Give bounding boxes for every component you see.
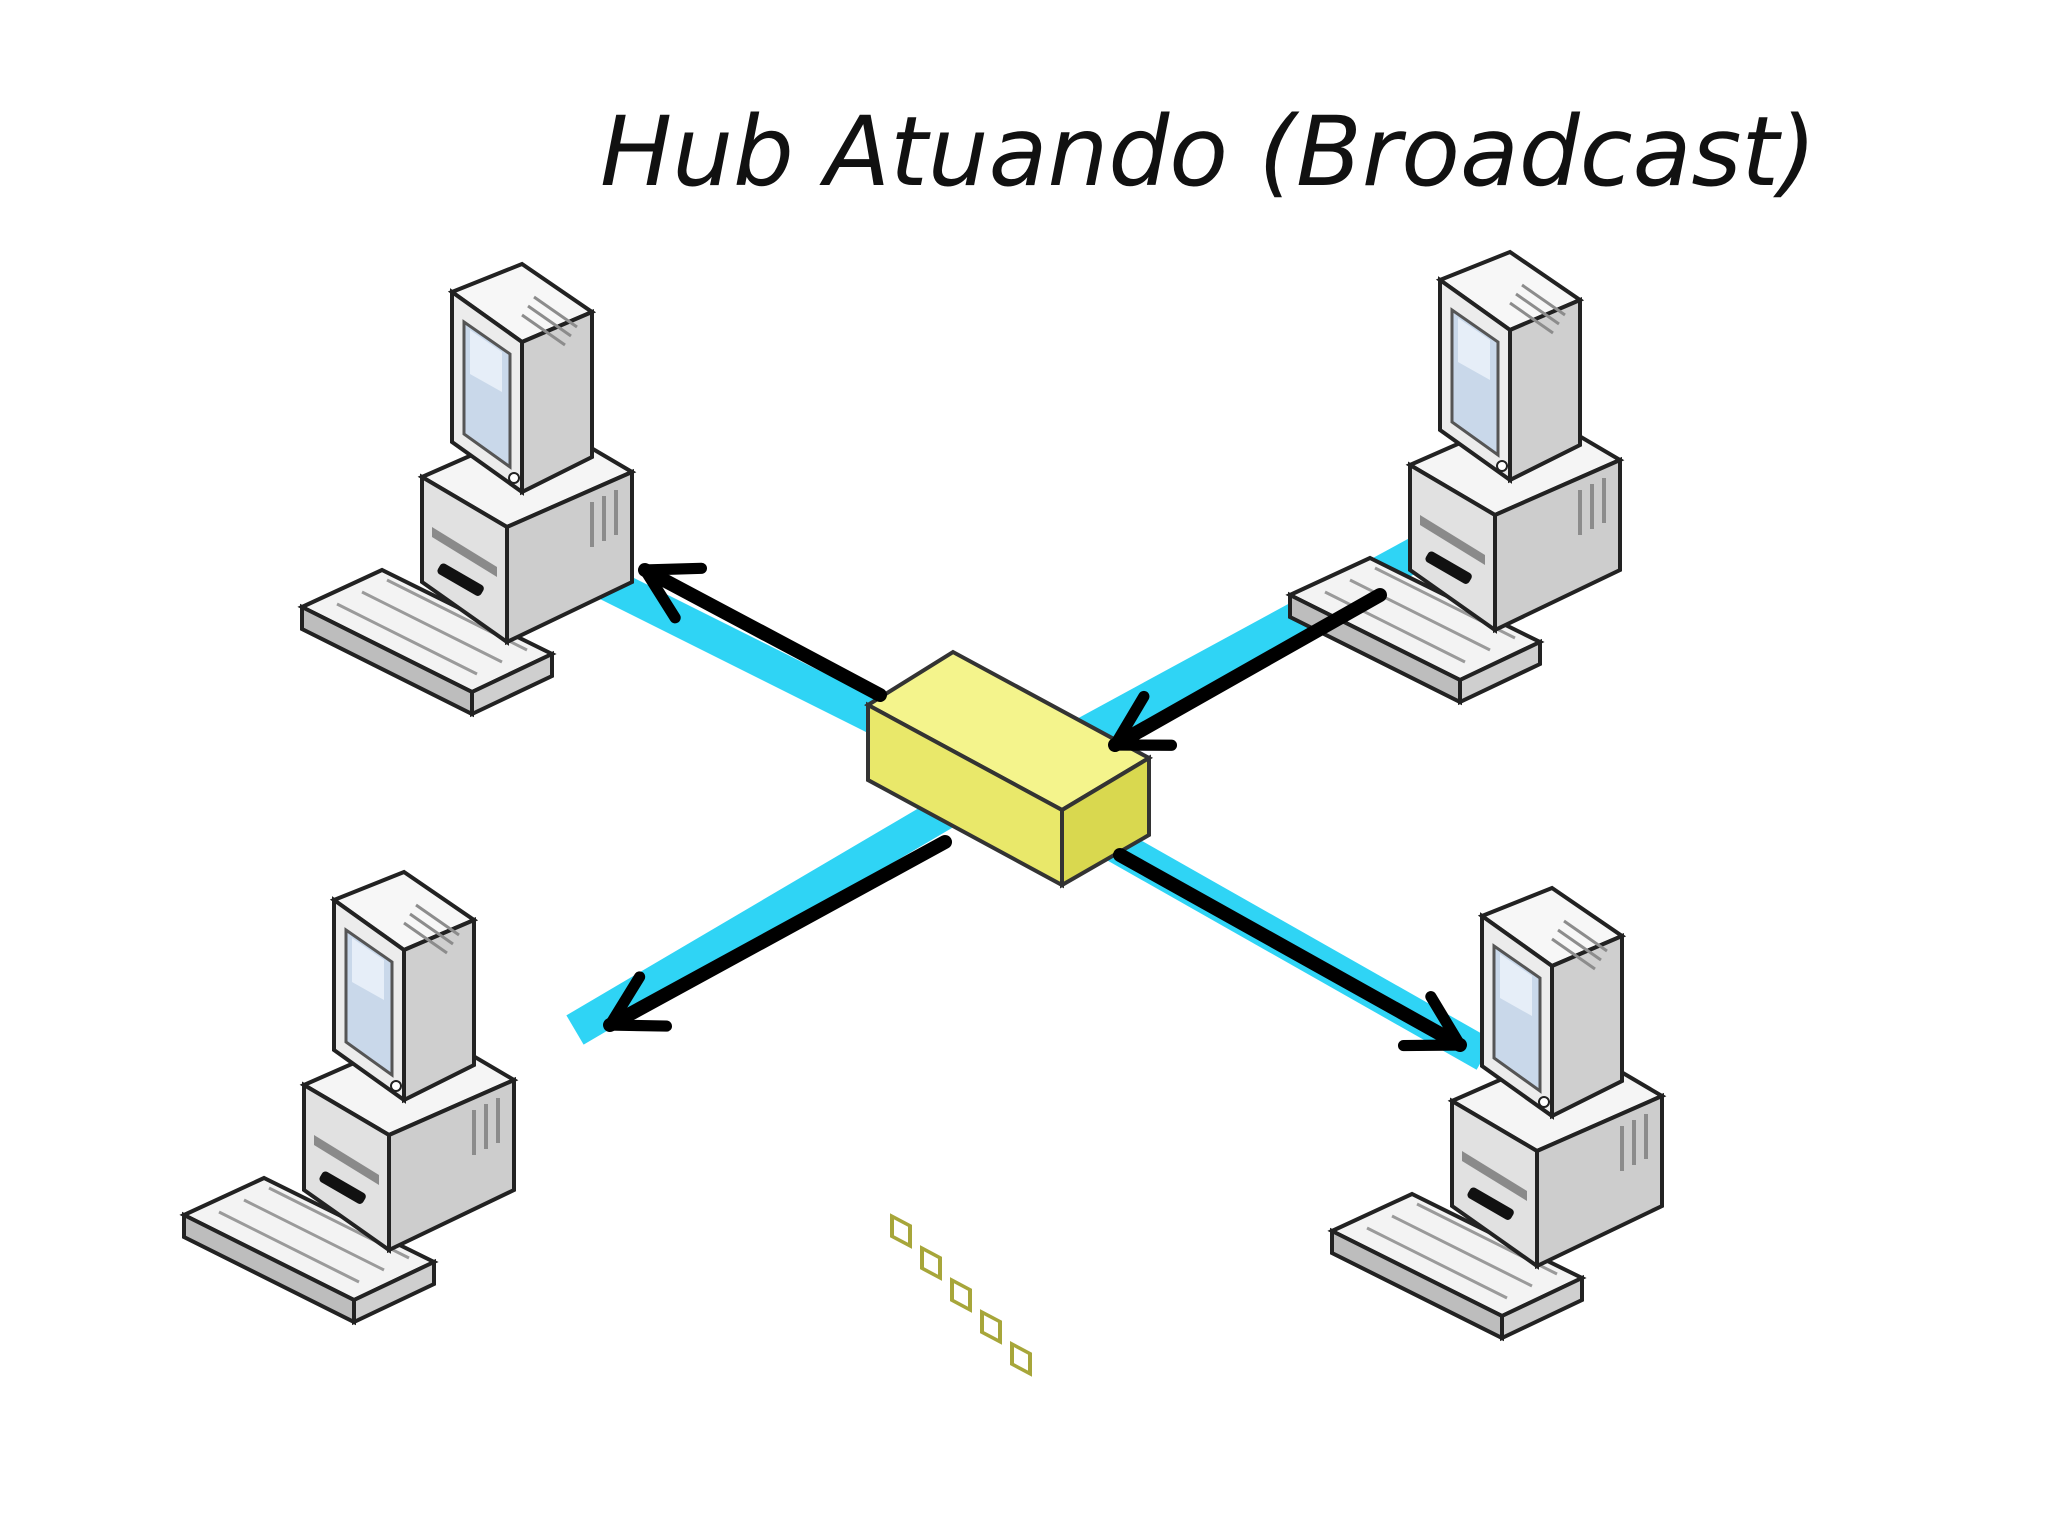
hub-icon bbox=[864, 649, 1154, 1377]
computer-bottom-left-icon bbox=[182, 870, 516, 1324]
computer-top-left-icon bbox=[300, 262, 634, 716]
arrow-to-top-left bbox=[638, 562, 887, 702]
diagram-title: Hub Atuando (Broadcast) bbox=[600, 96, 1817, 208]
arrow-to-bottom-right bbox=[1113, 848, 1467, 1052]
computer-top-right-icon bbox=[1288, 250, 1622, 704]
arrow-to-bottom-left bbox=[603, 835, 952, 1032]
broadcast-arrows bbox=[603, 562, 1467, 1052]
arrow-incoming-top-right bbox=[1108, 588, 1387, 752]
computer-bottom-right-icon bbox=[1330, 886, 1664, 1340]
